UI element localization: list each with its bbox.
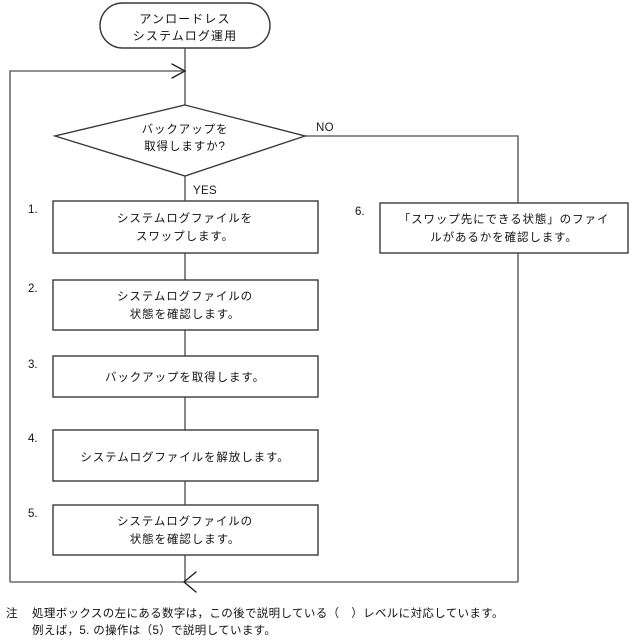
process-box-4: [52, 429, 319, 482]
decision-backup: [52, 104, 308, 177]
process-box-5-label-line2: 状態を確認します。: [130, 532, 240, 546]
footnote-line-1: 処理ボックスの左にある数字は，この後で説明している（ ）レベルに対応しています。: [32, 608, 504, 620]
process-box-2: [52, 279, 319, 331]
decision-backup-label-line2: 取得しますか?: [144, 140, 226, 153]
footnote-row: 注 処理ボックスの左にある数字は，この後で説明している（ ）レベルに対応していま…: [6, 606, 630, 640]
arrow-head-feedback-loop: [171, 63, 187, 79]
step-number-3: 3.: [28, 359, 38, 371]
footnote: 注 処理ボックスの左にある数字は，この後で説明している（ ）レベルに対応していま…: [6, 606, 630, 640]
process-box-3: [52, 355, 319, 398]
process-box-1-label-line2: スワップします。: [136, 230, 234, 243]
process-box-5: [52, 504, 319, 556]
terminator-start-label-line2: システムログ運用: [133, 29, 237, 43]
footnote-lines: 処理ボックスの左にある数字は，この後で説明している（ ）レベルに対応しています。…: [32, 606, 630, 640]
step-number-2: 2.: [28, 283, 38, 295]
step-number-5: 5.: [28, 508, 38, 520]
process-box-6: [379, 202, 629, 254]
footnote-marker: 注: [6, 608, 18, 620]
process-box-3-label-line1: バックアップを取得します。: [105, 371, 265, 384]
footnote-line-2: 例えば，5. の操作は（5）で説明しています。: [32, 625, 277, 637]
connector-feedback-loop: [9, 70, 183, 582]
terminator-start: [99, 2, 271, 49]
step-number-4: 4.: [28, 433, 38, 445]
arrow-head-bottom-merge: [182, 571, 197, 593]
step-number-6: 6.: [355, 206, 365, 218]
process-box-4-label-line1: システムログファイルを解放します。: [80, 450, 289, 464]
process-box-1-label-line1: システムログファイルを: [117, 211, 253, 225]
process-box-2-label-line2: 状態を確認します。: [130, 307, 240, 321]
process-box-2-label-line1: システムログファイルの: [117, 289, 253, 303]
terminator-start-label-line1: アンロードレス: [139, 12, 230, 26]
process-box-1: [52, 200, 319, 254]
decision-yes-label: YES: [193, 185, 217, 197]
process-box-5-label-line1: システムログファイルの: [117, 514, 253, 528]
process-box-6-label-line1: 「スワップ先にできる状態」のファイ: [399, 212, 610, 226]
decision-backup-label-line1: バックアップを: [142, 123, 229, 136]
decision-no-label: NO: [316, 122, 334, 134]
process-box-6-label-line2: ルがあるかを確認します。: [430, 230, 578, 244]
connector-decision-no: [305, 135, 519, 203]
step-number-1: 1.: [28, 204, 38, 216]
